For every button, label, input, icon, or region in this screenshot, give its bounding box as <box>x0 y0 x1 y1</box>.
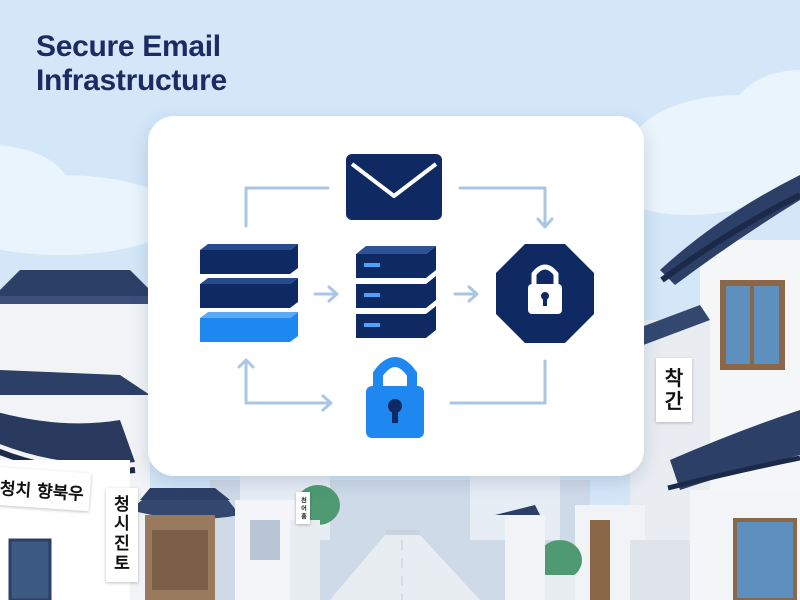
left-sign-char-2: 시 <box>114 514 130 535</box>
right-sign-char-1: 착 <box>664 366 684 390</box>
envelope-icon <box>346 154 442 220</box>
left-vertical-sign: 청 시 진 토 <box>106 488 138 582</box>
server-icon <box>356 246 436 338</box>
left-sign-char-3: 진 <box>114 534 130 554</box>
right-hanok-buildings <box>495 175 800 600</box>
database-icon <box>200 244 298 342</box>
right-vertical-sign: 착 간 <box>656 358 692 422</box>
diagram-card <box>148 116 644 476</box>
left-banner-sign: 청치 향북우 <box>0 466 92 512</box>
title-line-2: Infrastructure <box>36 64 227 97</box>
padlock-icon <box>366 357 424 438</box>
octagon-lock-icon <box>496 244 594 343</box>
left-sign-char-1: 청 <box>114 494 130 515</box>
left-banner-text: 청치 향북우 <box>0 478 85 505</box>
arrow-icon <box>237 186 554 412</box>
email-infrastructure-diagram <box>200 154 594 438</box>
small-sign-text: 천 어 흥 <box>299 496 307 520</box>
page-title: Secure Email Infrastructure <box>36 30 227 98</box>
small-vertical-sign: 천 어 흥 <box>296 492 310 524</box>
right-sign-char-2: 간 <box>664 389 684 413</box>
clouds <box>0 70 800 255</box>
left-sign-char-4: 토 <box>114 553 130 574</box>
title-line-1: Secure Email <box>36 30 221 63</box>
